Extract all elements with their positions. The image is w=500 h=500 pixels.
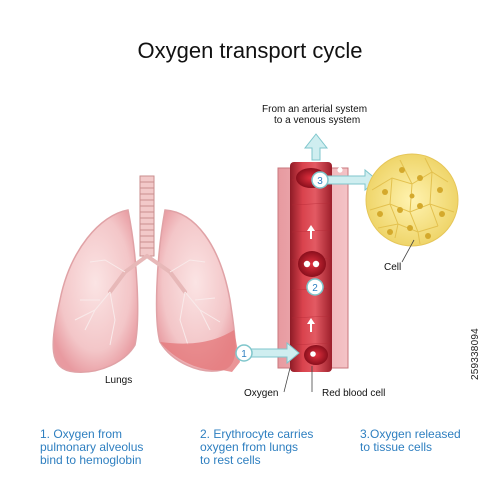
step-3-line: to tissue cells <box>360 440 433 454</box>
step-2-line: 2. Erythrocyte carries <box>200 427 314 441</box>
step-1-line: pulmonary alveolus <box>40 440 144 454</box>
lungs-label: Lungs <box>105 375 133 386</box>
step-badge-3-number: 3 <box>317 176 323 187</box>
lungs <box>52 175 240 373</box>
step-2-line: to rest cells <box>200 453 261 467</box>
step-1-line: 1. Oxygen from <box>40 427 123 441</box>
cell-nuclei <box>377 167 445 239</box>
flow-arrows <box>307 225 315 332</box>
step-badge-3: 3 <box>311 171 329 189</box>
arterial-label-line-2: to a venous system <box>274 115 361 126</box>
step-badge-2: 2 <box>306 278 324 296</box>
leader-lines <box>283 239 415 393</box>
step-2-caption: 2. Erythrocyte carries oxygen from lungs… <box>200 428 313 467</box>
blood-vessel <box>277 162 349 372</box>
red-blood-cell <box>304 345 328 365</box>
oxygen-label: Oxygen <box>244 388 279 399</box>
step-1-caption: 1. Oxygen from pulmonary alveolus bind t… <box>40 428 143 467</box>
arterial-label-line-1: From an arterial system <box>262 104 368 115</box>
red-blood-cell <box>298 251 326 277</box>
step-badge-1-number: 1 <box>241 349 247 360</box>
tissue-cells <box>365 153 459 247</box>
arterial-to-venous-arrow <box>303 133 329 161</box>
cell-membranes <box>369 157 455 245</box>
step-1-line: bind to hemoglobin <box>40 453 142 467</box>
step-2-line: oxygen from lungs <box>200 440 299 454</box>
trachea-rings <box>140 181 154 249</box>
cell-label: Cell <box>384 262 402 273</box>
step-badge-1: 1 <box>235 344 253 362</box>
diagram-title: Oxygen transport cycle <box>137 38 363 63</box>
step-badge-2-number: 2 <box>312 283 318 294</box>
red-blood-cell-label: Red blood cell <box>322 388 386 399</box>
step-1-arrow <box>244 341 300 365</box>
left-lung <box>52 209 139 373</box>
bronchioles <box>74 259 221 346</box>
step-3-caption: 3.Oxygen released to tissue cells <box>360 428 461 454</box>
step-3-line: 3.Oxygen released <box>360 427 461 441</box>
heart-muscle <box>160 330 240 372</box>
stock-image-id: 259338094 <box>470 328 481 380</box>
